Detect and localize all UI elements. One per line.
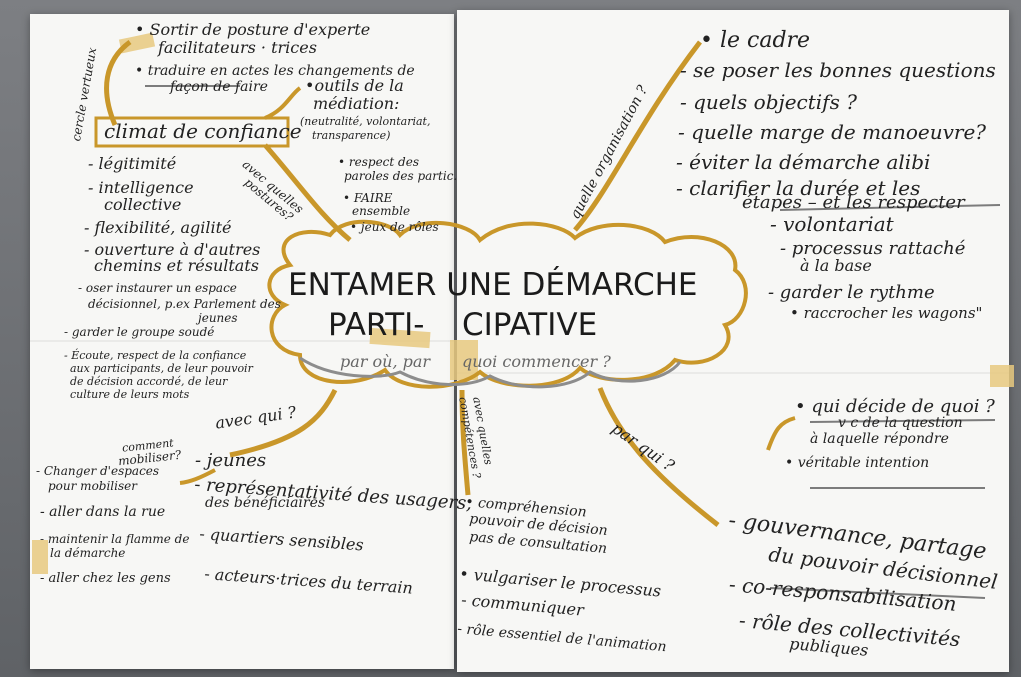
respect-line-1: • respect des [338, 155, 419, 169]
action-item: pour mobiliser [48, 479, 137, 493]
list-item: décisionnel, p.ex Parlement des [88, 297, 281, 311]
list-item: - se poser les bonnes questions [680, 58, 996, 82]
title-line-2a: PARTI- [328, 307, 425, 343]
left-sheet-fold [30, 340, 454, 342]
expert-line-1: • Sortir de posture d'experte [135, 20, 371, 39]
list-item: - flexibilité, agilité [84, 218, 232, 237]
title-line-2b: CIPATIVE [462, 307, 598, 343]
action-item: - aller dans la rue [40, 504, 166, 520]
action-item: - aller chez les gens [40, 571, 171, 586]
list-item: - éviter la démarche alibi [676, 150, 931, 174]
arrow-climat-up [104, 39, 132, 126]
arrow-qui-decide [766, 416, 796, 451]
arrow-outils [264, 86, 302, 120]
arrow-top-right [573, 40, 702, 232]
outils-line-4: transparence) [312, 129, 391, 142]
faire-line-2: ensemble [352, 204, 411, 218]
action-item: - Changer d'espaces [36, 464, 160, 478]
arrow-top-left [263, 143, 352, 242]
traduire-line-1: • traduire en actes les changements de [135, 63, 415, 79]
qui-decide-item: à laquelle répondre [810, 431, 949, 447]
underline [769, 587, 986, 599]
list-item: - quelle marge de manoeuvre? [678, 120, 987, 144]
sub-item: - volontariat [770, 212, 894, 236]
title-cloud-shadow [299, 356, 682, 389]
outils-line-2: médiation: [313, 94, 400, 113]
list-item: étapes – et les respecter [742, 192, 965, 213]
list-item: de décision accordé, de leur [70, 375, 228, 388]
sub-item: à la base [800, 256, 872, 275]
arrow-competences [459, 389, 471, 496]
arrow-par-qui [597, 387, 720, 527]
tape-strip [990, 365, 1014, 387]
list-item: - ouverture à d'autres [84, 240, 261, 259]
faire-line-1: • FAIRE [343, 191, 393, 205]
qui-decide-item: • véritable intention [785, 455, 930, 471]
list-item: collective [104, 195, 182, 214]
public-item: des bénéficiaires [205, 495, 326, 511]
subtitle-a: par où, par [340, 352, 431, 371]
outils-line-1: •outils de la [305, 76, 404, 95]
list-item: - clarifier la durée et les [676, 176, 921, 200]
subtitle-b: quoi commencer ? [462, 352, 611, 371]
sub-item: - processus rattaché [780, 238, 966, 259]
list-item: - quels objectifs ? [680, 90, 857, 114]
public-item: - jeunes [195, 450, 267, 471]
sub-item: • raccrocher les wagons" [790, 304, 983, 322]
list-item: - légitimité [88, 154, 177, 173]
climat-de-confiance: climat de confiance [104, 119, 302, 143]
sub-item: - garder le rythme [768, 282, 935, 303]
action-item: la démarche [50, 546, 126, 560]
outils-line-3: (neutralité, volontariat, [300, 115, 431, 128]
tape-strip [32, 540, 48, 574]
underline [809, 419, 996, 423]
respect-line-2: paroles des partic. [344, 169, 458, 183]
list-item: - garder le groupe soudé [64, 325, 215, 339]
list-item: aux participants, de leur pouvoir [70, 362, 253, 375]
underline [779, 204, 1001, 211]
jeux-de-roles: • jeux de rôles [350, 220, 439, 234]
climat-box [94, 116, 290, 148]
arrow-bottom-left [229, 388, 338, 458]
right-flipchart-sheet [457, 10, 1009, 672]
qui-decide-item: v c de la question [838, 415, 963, 431]
arrow-comment [179, 468, 216, 485]
expert-line-2: facilitateurs · trices [158, 38, 317, 57]
list-item: culture de leurs mots [70, 388, 190, 401]
tape-strip [450, 340, 478, 380]
list-item: jeunes [198, 311, 238, 325]
right-sheet-fold [457, 372, 1009, 374]
list-item: - oser instaurer un espace [78, 281, 237, 295]
title-line-1: ENTAMER UNE DÉMARCHE [288, 267, 698, 303]
list-item: • le cadre [700, 28, 811, 53]
list-item: chemins et résultats [94, 256, 259, 275]
title-cloud-outline [267, 219, 748, 389]
qui-decide-item: • qui décide de quoi ? [795, 396, 995, 417]
traduire-line-2: façon de faire [170, 79, 268, 95]
list-item: - intelligence [88, 178, 194, 197]
action-item: - maintenir la flamme de [40, 532, 190, 546]
list-item: - Écoute, respect de la confiance [64, 349, 247, 362]
